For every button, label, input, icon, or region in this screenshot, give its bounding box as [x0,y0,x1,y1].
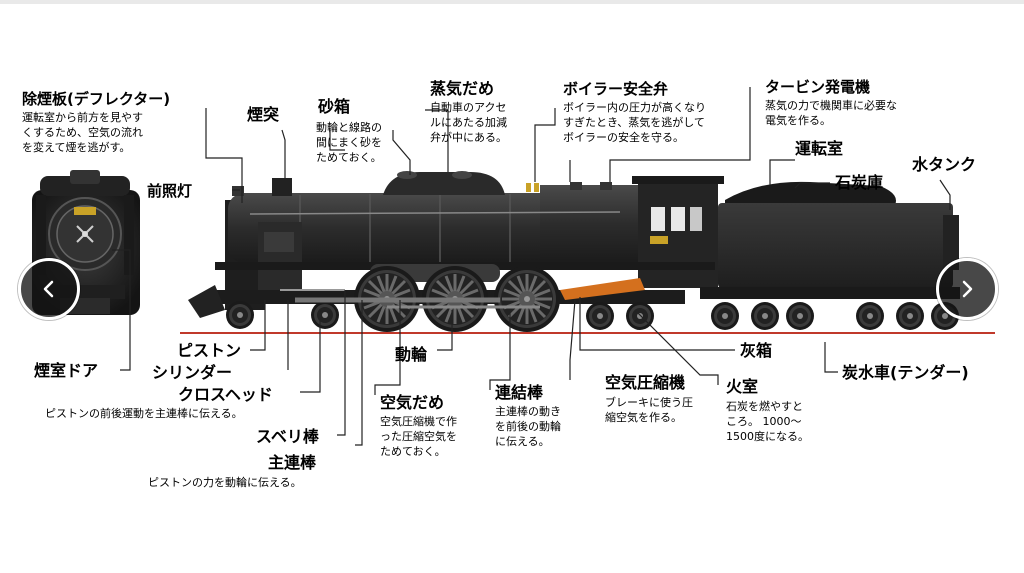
cab [638,180,718,288]
label-deflector-desc-2: くするため、空気の流れ [22,125,143,139]
carousel-prev-button[interactable] [18,258,80,320]
carousel-next-button[interactable] [936,258,998,320]
label-coal-bunker: 石炭庫 [834,173,883,192]
label-main-rod: 主連棒 [268,453,317,472]
label-air-reservoir-desc-1: 空気圧縮機で作 [380,414,457,428]
label-turbine: タービン発電機 [765,78,870,96]
label-main-rod-desc: ピストンの力を動輪に伝える。 [148,475,302,489]
label-air-reservoir-desc-3: ためておく。 [380,445,446,458]
label-cylinder: シリンダー [152,363,232,382]
label-safety-valve-desc-3: ボイラーの安全を守る。 [563,130,684,144]
label-safety-valve-desc-1: ボイラー内の圧力が高くなり [563,100,706,114]
label-deflector-desc-3: を変えて煙を逃がす。 [22,140,130,154]
label-coupling-rod-desc-1: 主連棒の動き [495,404,561,418]
label-firebox-desc-2: ころ。 1000〜 [726,415,802,428]
label-water-tank: 水タンク [912,155,976,174]
label-turbine-desc-1: 蒸気の力で機関車に必要な [765,98,897,112]
label-air-reservoir-desc-2: った圧縮空気を [380,429,457,443]
chimney [272,178,292,196]
label-safety-valve: ボイラー安全弁 [563,80,668,98]
label-firebox-desc-3: 1500度になる。 [726,429,809,443]
label-sandbox-desc-3: ためておく。 [316,151,382,164]
coal-bunker [725,181,896,205]
label-steam-dome-desc-3: 弁が中にある。 [430,130,507,144]
label-coupling-rod-desc-3: に伝える。 [495,435,550,448]
locomotive [188,171,724,334]
label-air-compressor: 空気圧縮機 [605,373,685,392]
label-deflector: 除煙板(デフレクター) [22,90,170,108]
label-air-compressor-desc-2: 縮空気を作る。 [605,410,682,424]
label-slide-bar: スベリ棒 [256,427,320,446]
label-deflector-desc-1: 運転室から前方を見やす [22,110,143,124]
label-coupling-rod-desc-2: を前後の動輪 [495,419,561,433]
tender [700,181,960,330]
label-tender: 炭水車(テンダー) [842,363,969,382]
chevron-left-icon [43,280,54,298]
label-smokebox-door: 煙室ドア [34,361,98,380]
label-firebox: 火室 [726,377,758,396]
label-air-reservoir: 空気だめ [380,393,444,412]
label-piston: ピストン [177,341,241,360]
label-firebox-desc-1: 石炭を燃やすと [726,399,803,413]
label-sandbox-desc-1: 動輪と線路の [316,120,382,134]
label-crosshead-desc: ピストンの前後運動を主連棒に伝える。 [45,406,243,420]
label-crosshead: クロスヘッド [178,385,273,404]
label-chimney: 煙突 [247,105,279,124]
label-coupling-rod: 連結棒 [495,383,544,402]
leader-lines [112,87,951,446]
label-turbine-desc-2: 電気を作る。 [765,113,831,127]
label-steam-dome: 蒸気だめ [430,79,494,98]
label-cab: 運転室 [795,139,843,158]
label-sandbox: 砂箱 [318,97,350,116]
label-driving-wheel: 動輪 [395,345,428,364]
labels: 除煙板(デフレクター) 運転室から前方を見やす くするため、空気の流れ を変えて… [22,78,976,489]
label-ash-pan: 灰箱 [740,341,772,360]
label-steam-dome-desc-1: 自動車のアクセ [430,100,506,114]
chevron-right-icon [962,280,973,298]
label-air-compressor-desc-1: ブレーキに使う圧 [605,395,693,409]
label-safety-valve-desc-2: すぎたとき、蒸気を逃がして [563,115,705,129]
label-headlight: 前照灯 [147,182,192,200]
label-sandbox-desc-2: 間にまく砂を [316,136,382,149]
label-steam-dome-desc-2: ルにあたる加減 [430,115,507,129]
